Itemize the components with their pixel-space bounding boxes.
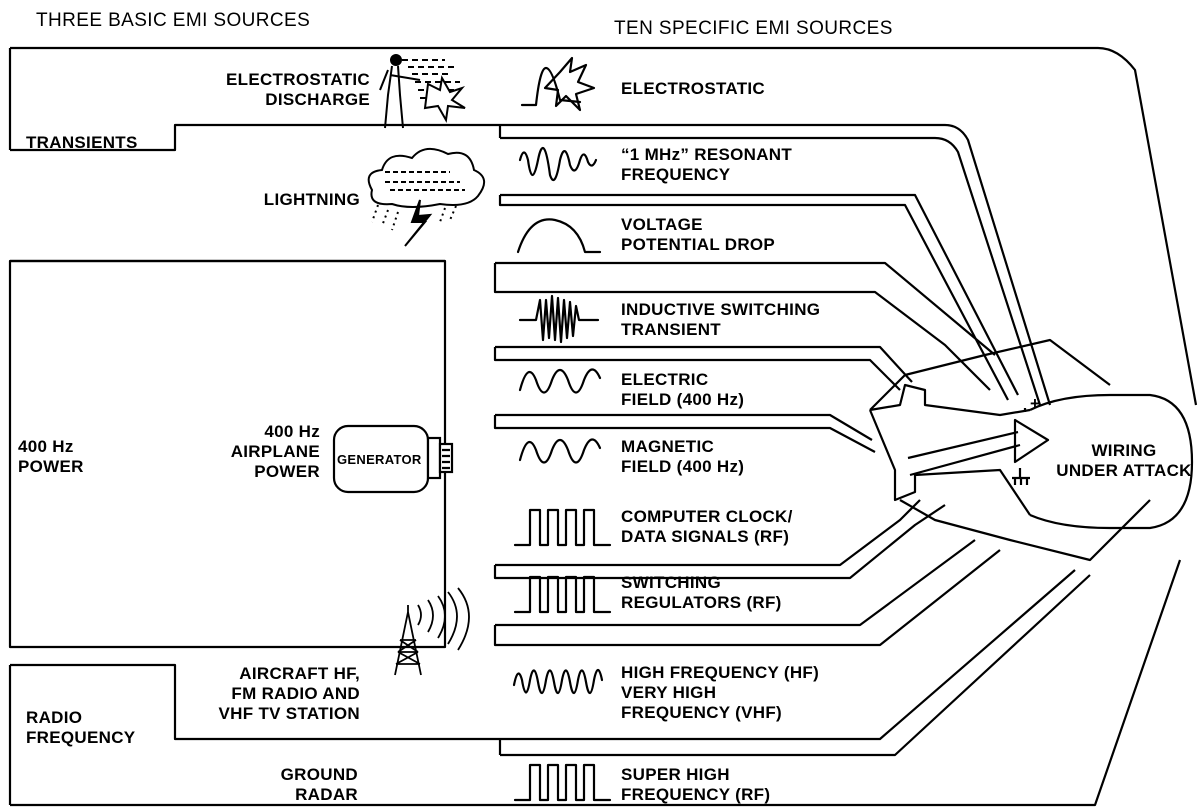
amplifier-symbol — [1012, 408, 1050, 485]
track-shf — [500, 559, 1182, 807]
waveform-clock — [513, 508, 612, 547]
track-switching-reg-lower — [493, 549, 1001, 647]
waveform-switching — [513, 575, 612, 614]
track-electric-field — [493, 347, 901, 391]
specific-source-3: VOLTAGE POTENTIAL DROP — [621, 215, 776, 254]
specific-source-1: ELECTROSTATIC — [621, 79, 765, 98]
specific-source-9: HIGH FREQUENCY (HF) VERY HIGH FREQUENCY … — [621, 663, 820, 722]
track-clock — [495, 499, 921, 567]
wiring-ray-1 — [907, 430, 1019, 460]
wiring-ray-2 — [909, 443, 1021, 477]
track-voltage-drop-upper — [500, 193, 1019, 396]
track-hf-vhf — [500, 569, 1076, 741]
track-1mhz — [500, 123, 1052, 406]
mechanism-lightning: LIGHTNING — [263, 190, 360, 209]
waveform-burst — [518, 294, 600, 344]
generator-label: GENERATOR — [337, 452, 422, 467]
specific-source-2: “1 MHz” RESONANT FREQUENCY — [621, 145, 793, 184]
specific-source-10: SUPER HIGH FREQUENCY (RF) — [621, 765, 771, 804]
header-basic-sources: THREE BASIC EMI SOURCES — [36, 10, 311, 31]
wiring-hub-outline — [1029, 393, 1194, 530]
track-switching-reg — [495, 539, 976, 627]
aircraft-silhouette — [868, 383, 1031, 516]
track-electric-field-top — [495, 345, 913, 383]
track-inductive-top — [495, 261, 996, 356]
specific-source-6: MAGNETIC FIELD (400 Hz) — [621, 437, 745, 476]
generator-icon — [332, 424, 454, 494]
track-hf-vhf-upper — [500, 574, 1091, 757]
lightning-cloud-icon — [367, 147, 485, 247]
basic-source-400hz-power: 400 Hz POWER — [18, 437, 84, 476]
specific-source-7: COMPUTER CLOCK/ DATA SIGNALS (RF) — [621, 507, 793, 546]
electrostatic-discharge-icon — [379, 54, 466, 129]
mechanism-radio-stations: AIRCRAFT HF, FM RADIO AND VHF TV STATION — [218, 664, 360, 723]
waveform-electric-sine — [518, 368, 602, 394]
mechanism-ground-radar: GROUND RADAR — [280, 765, 358, 804]
mechanism-airplane-power: 400 Hz AIRPLANE POWER — [230, 422, 320, 481]
waveform-damped — [518, 146, 598, 182]
specific-source-4: INDUCTIVE SWITCHING TRANSIENT — [621, 300, 821, 339]
waveform-hf-vhf — [512, 668, 604, 695]
track-outer-3 — [899, 499, 1151, 562]
radio-tower-icon — [394, 587, 470, 676]
specific-source-8: SWITCHING REGULATORS (RF) — [621, 573, 782, 612]
mechanism-esd: ELECTROSTATIC DISCHARGE — [226, 70, 370, 109]
track-outer-2 — [869, 338, 1111, 411]
plus-sign: + — [1030, 394, 1041, 413]
transients-band — [8, 46, 500, 152]
radio-frequency-band — [8, 663, 502, 807]
waveform-shf — [513, 763, 612, 802]
waveform-hump — [516, 218, 602, 254]
waveform-electrostatic — [520, 56, 596, 112]
basic-source-radio-frequency: RADIO FREQUENCY — [26, 708, 136, 747]
track-electrostatic — [500, 46, 1198, 406]
track-1mhz-lower — [500, 136, 1042, 406]
track-voltage-drop — [498, 195, 1009, 401]
target-wiring-label: WIRING UNDER ATTACK — [1056, 441, 1192, 480]
waveform-magnetic-sine — [518, 438, 602, 464]
basic-source-transients: TRANSIENTS — [26, 133, 138, 152]
track-clock-top — [493, 504, 946, 580]
header-specific-sources: TEN SPECIFIC EMI SOURCES — [614, 18, 893, 39]
track-inductive — [493, 263, 991, 391]
track-magnetic-field — [493, 415, 876, 453]
specific-source-5: ELECTRIC FIELD (400 Hz) — [621, 370, 745, 409]
track-magnetic-field-top — [495, 413, 873, 441]
